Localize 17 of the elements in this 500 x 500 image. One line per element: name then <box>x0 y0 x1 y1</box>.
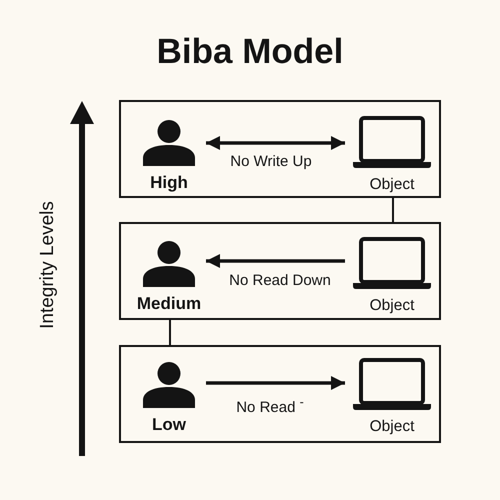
connector-line <box>169 320 171 345</box>
title: Biba Model <box>156 32 344 71</box>
arrow <box>206 254 345 268</box>
level-label: Low <box>151 415 187 435</box>
object-label: Object <box>368 175 416 195</box>
level-label: Medium <box>136 294 202 314</box>
connector-line <box>392 198 394 222</box>
level-panel <box>119 345 441 443</box>
level-panel <box>119 100 441 198</box>
edge-label: No Write Up <box>228 153 314 171</box>
arrow <box>206 376 345 390</box>
arrow <box>206 136 345 150</box>
object-label: Object <box>368 296 416 316</box>
axis-label: Integrity Levels <box>37 201 59 329</box>
level-label: High <box>149 173 189 193</box>
object-label: Object <box>368 417 416 437</box>
level-panel <box>119 222 441 320</box>
